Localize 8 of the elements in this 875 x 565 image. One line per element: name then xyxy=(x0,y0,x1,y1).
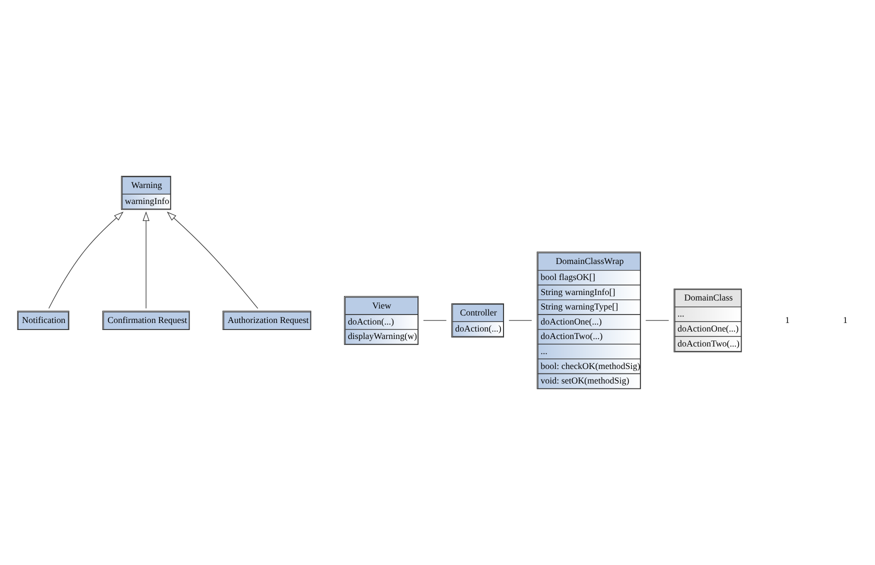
connector xyxy=(645,320,670,321)
connector xyxy=(423,320,447,321)
arrow xyxy=(48,212,124,309)
arrow xyxy=(166,212,258,309)
arrow xyxy=(142,211,150,309)
connector xyxy=(508,320,532,321)
label: 1 xyxy=(843,314,848,325)
label: 1 xyxy=(785,314,790,325)
